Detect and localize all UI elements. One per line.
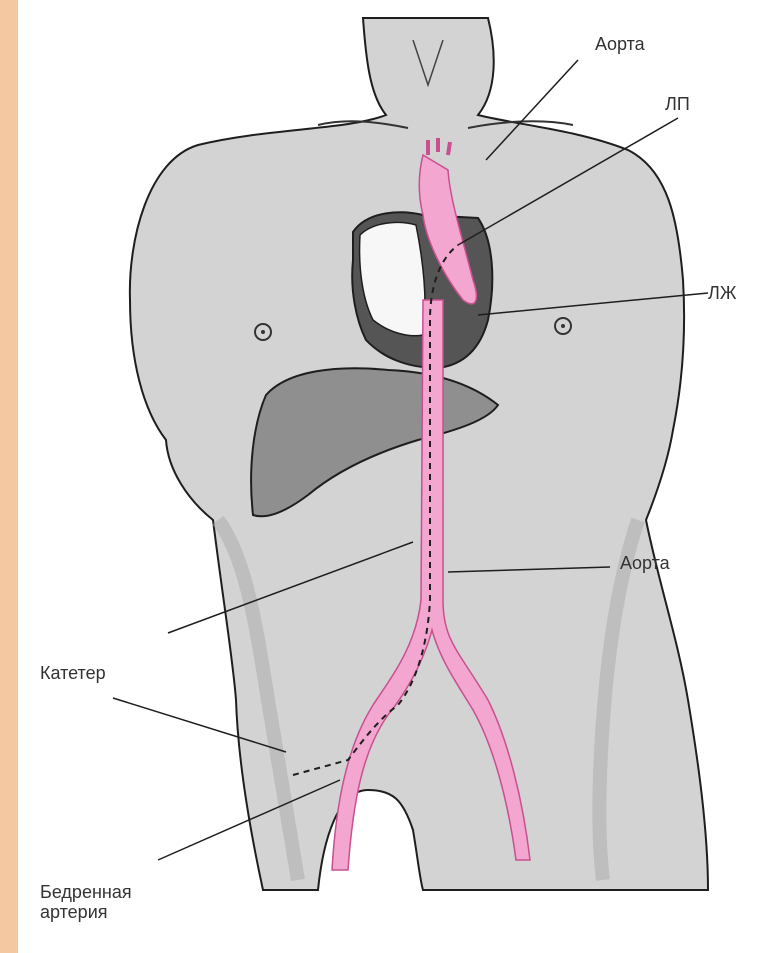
figure-panel: Аорта ЛП ЛЖ Аорта Катетер Бедренная арте…: [18, 0, 779, 953]
nipple: [561, 324, 565, 328]
label-femoral-artery-line1: Бедренная: [40, 882, 132, 902]
label-left-ventricle: ЛЖ: [708, 283, 736, 303]
torso-silhouette: [130, 18, 708, 890]
label-femoral-artery-line2: артерия: [40, 902, 132, 922]
nipple: [261, 330, 265, 334]
label-aorta-bottom: Аорта: [620, 553, 670, 573]
torso-diagram: [18, 0, 779, 953]
label-catheter: Катетер: [40, 663, 106, 683]
label-femoral-artery: Бедренная артерия: [40, 882, 132, 922]
label-left-atrium: ЛП: [665, 94, 690, 114]
label-aorta-top: Аорта: [595, 34, 645, 54]
